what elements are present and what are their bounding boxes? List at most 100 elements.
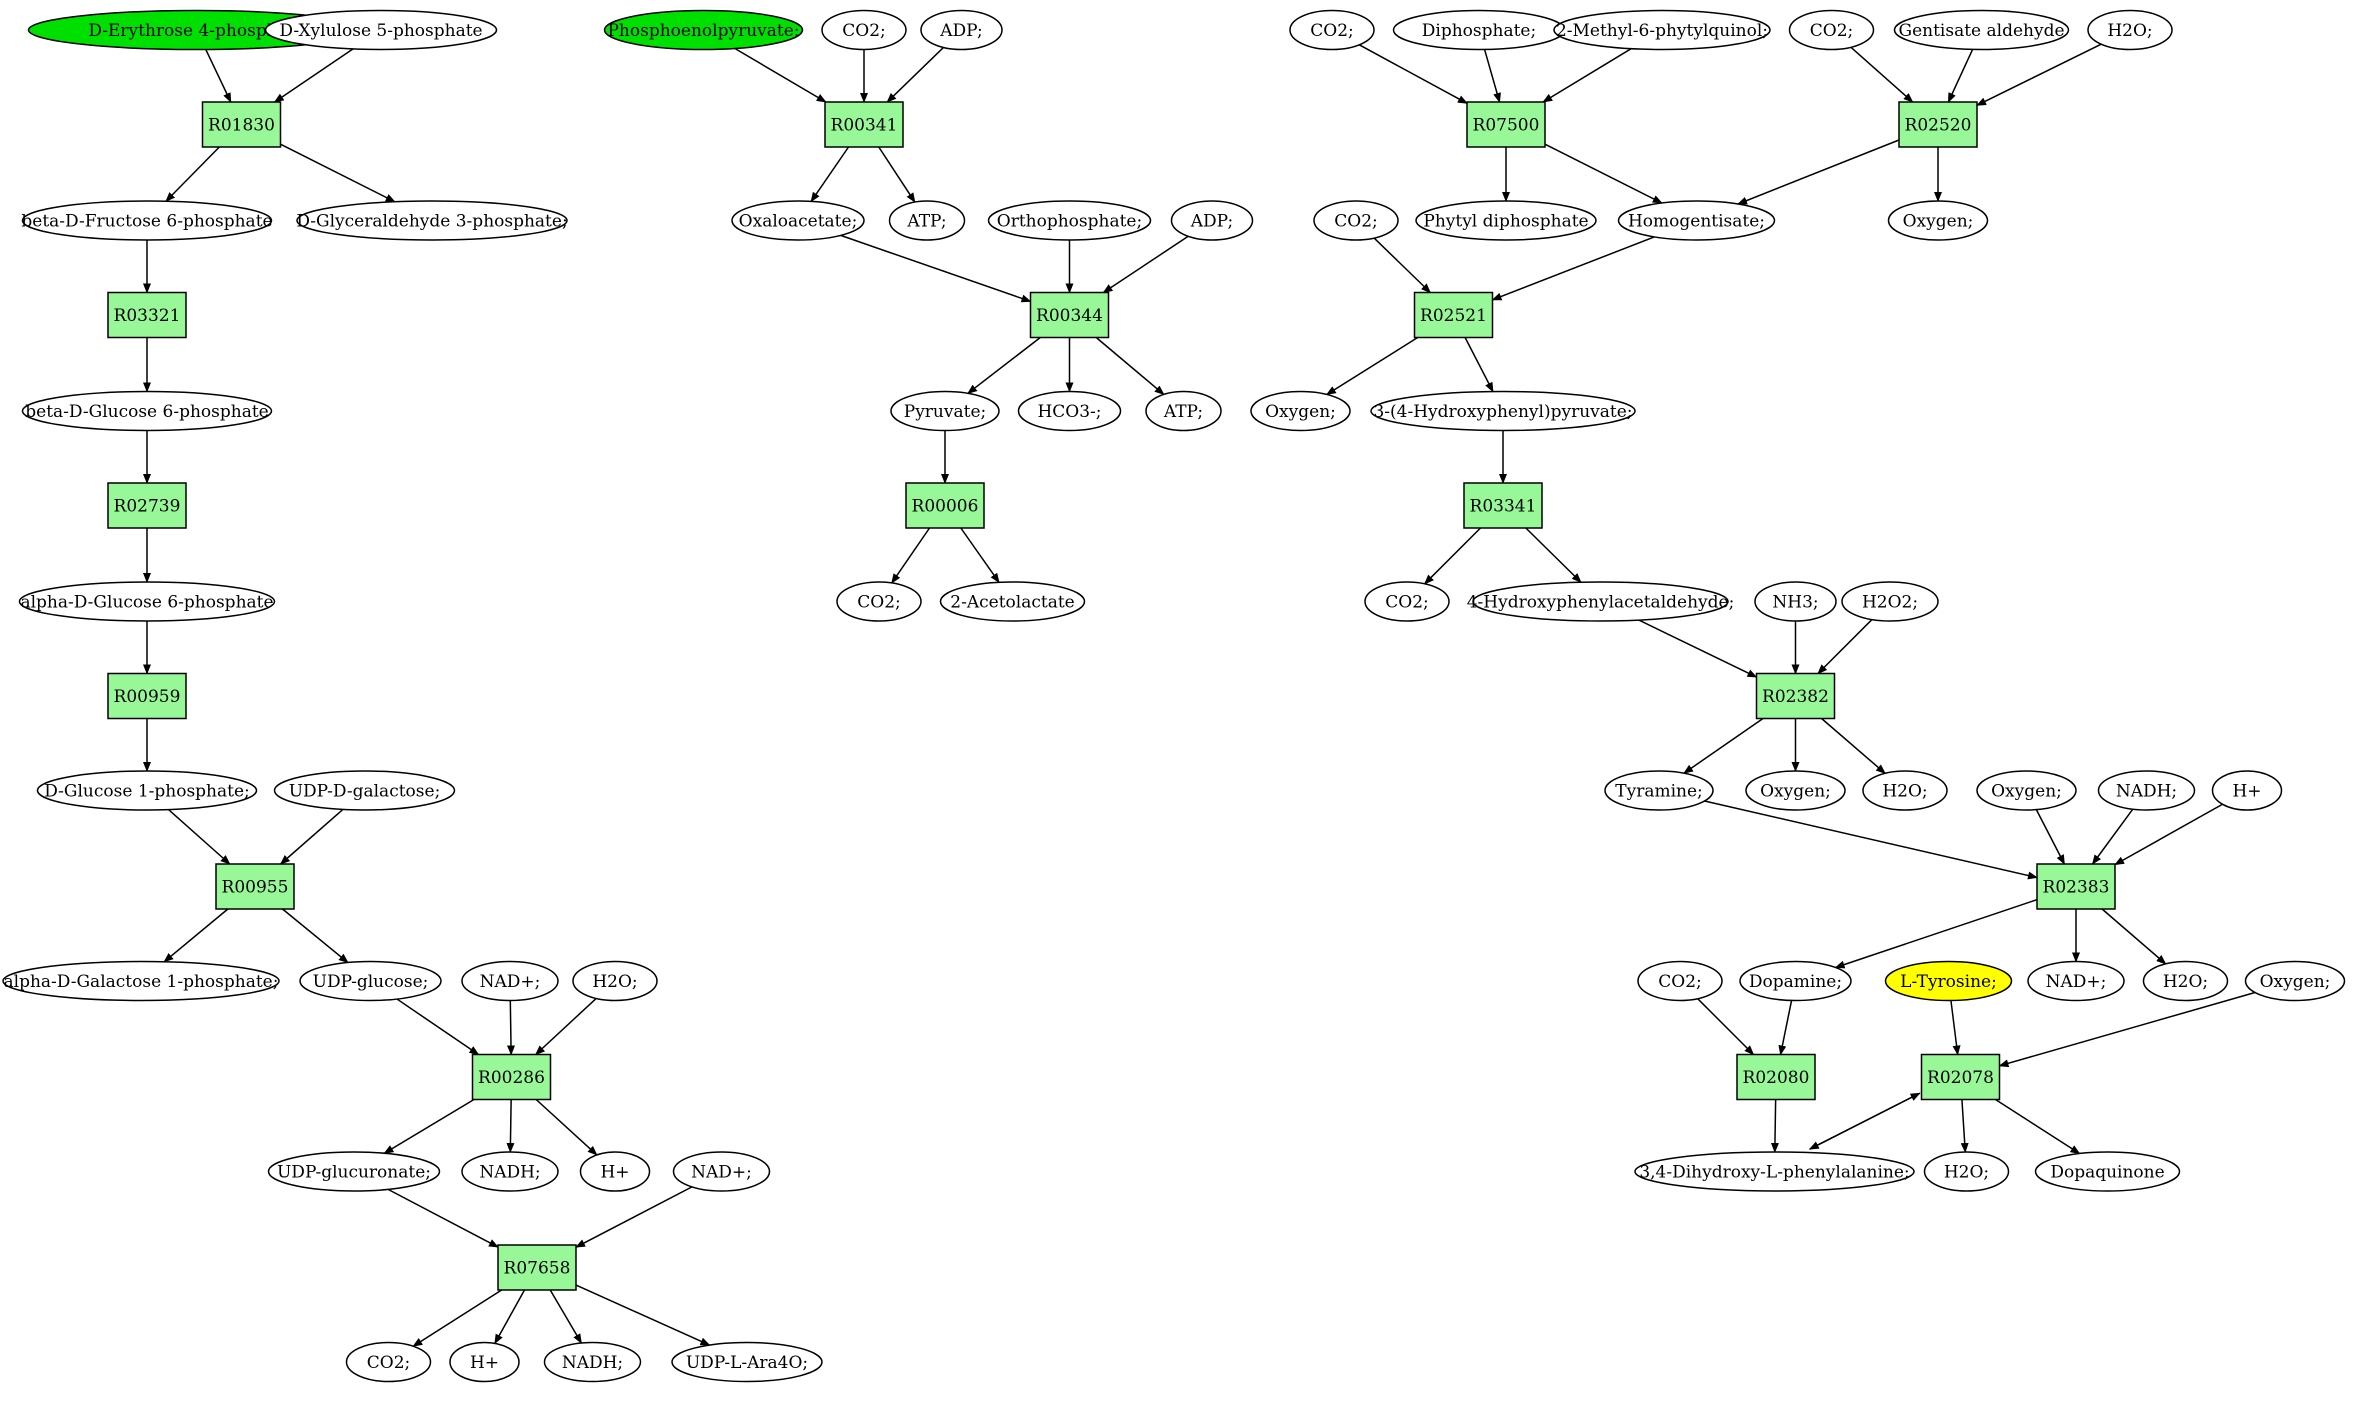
edge-r_R00341-to-c_oaa bbox=[810, 146, 850, 203]
node-label: R02739 bbox=[114, 497, 181, 517]
compound-node-c_oxy5: Oxygen; bbox=[2244, 960, 2346, 1002]
compound-ellipse bbox=[939, 581, 1086, 622]
compound-ellipse bbox=[572, 960, 658, 1002]
compound-ellipse bbox=[1604, 770, 1714, 811]
reaction-box bbox=[1463, 482, 1543, 529]
node-label: R00006 bbox=[912, 497, 979, 517]
node-label: H+ bbox=[2232, 782, 2261, 802]
compound-ellipse bbox=[1364, 581, 1450, 622]
compound-node-c_udpglcA: UDP-glucuronate; bbox=[267, 1151, 441, 1192]
compound-node-c_adp1: ADP; bbox=[920, 9, 1003, 51]
compound-node-c_oxy3: Oxygen; bbox=[1745, 770, 1846, 811]
compound-ellipse bbox=[1370, 390, 1636, 432]
edge-c_gald-to-r_R02520 bbox=[1947, 49, 1974, 103]
node-label: NAD+; bbox=[691, 1163, 752, 1183]
edge-c_e4p-to-r_R01830 bbox=[205, 49, 232, 103]
edge-c_adp2-to-r_R00344 bbox=[1102, 235, 1189, 294]
compound-ellipse bbox=[345, 1341, 432, 1383]
node-label: D-Erythrose 4-phosphate bbox=[88, 21, 304, 41]
reaction-node-r_R07658: R07658 bbox=[497, 1244, 577, 1291]
edge-r_R02383-to-c_dop bbox=[1834, 898, 2038, 969]
edge-c_hp3-to-r_R02383 bbox=[2114, 803, 2223, 866]
reaction-node-r_R03341: R03341 bbox=[1463, 482, 1543, 529]
node-label: Oxygen; bbox=[1760, 782, 1831, 802]
edge-r_R00344-to-c_pyr bbox=[967, 336, 1041, 394]
edge-r_R00955-to-c_udpglc bbox=[282, 908, 349, 964]
compound-ellipse bbox=[543, 1341, 642, 1383]
edge-r_R07500-to-c_hga bbox=[1544, 143, 1663, 204]
compound-node-c_hp2: H+ bbox=[449, 1341, 520, 1383]
compound-ellipse bbox=[2027, 960, 2125, 1002]
reaction-box bbox=[1755, 672, 1836, 720]
node-label: Oxygen; bbox=[2260, 972, 2331, 992]
node-label: D-Xylulose 5-phosphate bbox=[279, 21, 482, 41]
edge-r_R07658-to-c_co2a bbox=[412, 1289, 503, 1347]
edge-c_udpglc-to-r_R00286 bbox=[396, 998, 480, 1056]
reaction-node-r_R02521: R02521 bbox=[1413, 291, 1494, 339]
edge-c_adp1-to-r_R00341 bbox=[886, 46, 945, 103]
compound-ellipse bbox=[2097, 770, 2196, 811]
reaction-box bbox=[1029, 291, 1110, 339]
edge-r_R07658-to-c_hp2 bbox=[494, 1289, 526, 1345]
compound-node-c_oxy4: Oxygen; bbox=[1976, 770, 2077, 811]
edge-c_h2o1-to-r_R00286 bbox=[535, 997, 597, 1056]
edge-r_R02383-to-c_h2o4 bbox=[2101, 908, 2167, 965]
node-label: Homogentisate; bbox=[1628, 212, 1765, 232]
edge-r_R00341-to-c_atp1 bbox=[878, 146, 916, 203]
compound-ellipse bbox=[1841, 581, 1939, 622]
compound-ellipse bbox=[273, 770, 456, 811]
compound-node-c_g3p: D-Glyceraldehyde 3-phosphate; bbox=[296, 200, 568, 241]
compound-ellipse bbox=[1862, 770, 1948, 811]
compound-ellipse bbox=[461, 1151, 559, 1192]
compound-ellipse bbox=[296, 200, 568, 241]
compound-node-c_co2g: CO2; bbox=[1364, 581, 1450, 622]
edge-c_co2e-to-r_R02520 bbox=[1850, 46, 1914, 103]
compound-ellipse bbox=[821, 9, 907, 51]
compound-ellipse bbox=[1788, 9, 1875, 51]
compound-node-c_co2e: CO2; bbox=[1788, 9, 1875, 51]
compound-node-c_oxy1: Oxygen; bbox=[1887, 200, 1989, 241]
compound-ellipse bbox=[731, 200, 865, 241]
node-label: Diphosphate; bbox=[1422, 21, 1536, 41]
reaction-box bbox=[1413, 291, 1494, 339]
reaction-box bbox=[107, 291, 187, 339]
compound-ellipse bbox=[1553, 9, 1771, 51]
compound-node-c_h2o2: H2O2; bbox=[1841, 581, 1939, 622]
node-label: 3-(4-Hydroxyphenyl)pyruvate; bbox=[1373, 402, 1632, 422]
compound-node-c_udpglc: UDP-glucose; bbox=[299, 960, 442, 1002]
reaction-node-r_R00959: R00959 bbox=[107, 672, 187, 720]
node-label: CO2; bbox=[1810, 21, 1854, 41]
node-label: R02520 bbox=[1905, 116, 1972, 136]
reaction-box bbox=[905, 482, 985, 529]
compound-ellipse bbox=[671, 1341, 823, 1383]
node-label: NADH; bbox=[2116, 782, 2177, 802]
compound-node-c_hco3: HCO3-; bbox=[1017, 390, 1122, 432]
node-label: Oxaloacetate; bbox=[739, 212, 858, 232]
node-label: Phytyl diphosphate bbox=[1423, 212, 1588, 232]
edge-c_hpa-to-r_R02382 bbox=[1638, 619, 1758, 678]
node-label: NADH; bbox=[562, 1353, 623, 1373]
compound-node-c_oxy2: Oxygen; bbox=[1250, 390, 1351, 432]
edge-layer bbox=[143, 43, 2256, 1347]
compound-node-c_nadp3: NAD+; bbox=[2027, 960, 2125, 1002]
node-label: R02383 bbox=[2043, 878, 2110, 898]
edge-c_h2o2-to-r_R02382 bbox=[1817, 619, 1873, 675]
compound-node-c_adp2: ADP; bbox=[1170, 200, 1254, 241]
compound-node-c_co2c: CO2; bbox=[836, 581, 922, 622]
node-label: alpha-D-Galactose 1-phosphate; bbox=[4, 972, 279, 992]
compound-ellipse bbox=[672, 1151, 771, 1192]
reaction-node-r_R02382: R02382 bbox=[1755, 672, 1836, 720]
edge-r_R03341-to-c_co2g bbox=[1423, 527, 1482, 585]
node-label: UDP-glucose; bbox=[313, 972, 429, 992]
compound-ellipse bbox=[2087, 9, 2173, 51]
node-label: NAD+; bbox=[2046, 972, 2107, 992]
node-label: R01830 bbox=[208, 116, 275, 136]
edge-r_R02521-to-c_hpp bbox=[1464, 337, 1494, 393]
node-label: H2O; bbox=[592, 972, 637, 992]
compound-ellipse bbox=[1415, 200, 1597, 241]
node-label: R02078 bbox=[1927, 1068, 1994, 1088]
edge-c_oxy5-to-r_R02078 bbox=[1998, 991, 2256, 1068]
node-label: 3,4-Dihydroxy-L-phenylalanine; bbox=[1639, 1163, 1909, 1183]
compound-ellipse bbox=[1923, 1151, 2010, 1192]
